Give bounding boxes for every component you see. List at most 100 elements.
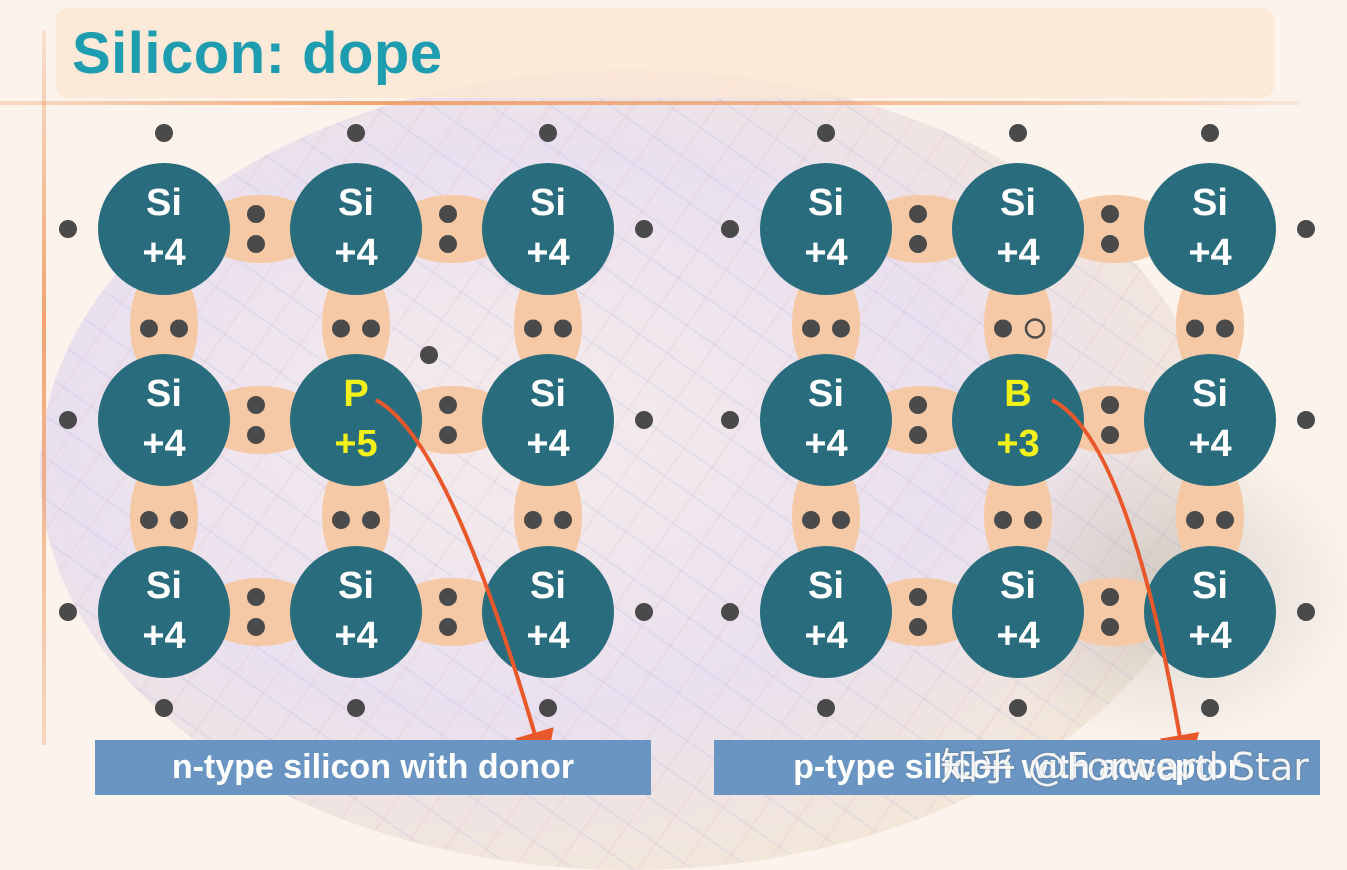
electron-dot bbox=[909, 235, 927, 253]
electron-dot bbox=[155, 124, 173, 142]
electron-dot bbox=[832, 511, 850, 529]
dopant-charge: +3 bbox=[996, 423, 1039, 465]
electron-dot bbox=[909, 205, 927, 223]
electron-dot bbox=[1101, 426, 1119, 444]
electron-dot bbox=[332, 511, 350, 529]
atom-symbol: Si bbox=[808, 373, 844, 415]
right-si-atom bbox=[952, 546, 1084, 678]
left-bond bbox=[514, 264, 582, 385]
electron-dot bbox=[1101, 618, 1119, 636]
right-bond bbox=[792, 264, 860, 385]
electron-dot bbox=[59, 603, 77, 621]
electron-dot bbox=[59, 411, 77, 429]
left-bond bbox=[200, 578, 320, 646]
atom-charge: +4 bbox=[142, 423, 185, 465]
left-si-atom bbox=[98, 163, 230, 295]
acceptor-hole-arrow bbox=[1051, 398, 1200, 775]
right-si-atom bbox=[1144, 546, 1276, 678]
electron-dot bbox=[721, 603, 739, 621]
electron-dot bbox=[1201, 124, 1219, 142]
n-type-caption: n-type silicon with donor bbox=[95, 740, 651, 795]
electron-dot bbox=[1201, 699, 1219, 717]
atom-symbol: Si bbox=[146, 373, 182, 415]
electron-dot bbox=[332, 319, 350, 338]
right-bond bbox=[1054, 195, 1174, 263]
left-si-atom bbox=[290, 546, 422, 678]
right-bond bbox=[862, 578, 982, 646]
electron-dot bbox=[247, 235, 265, 253]
left-bond bbox=[130, 264, 198, 385]
right-bond bbox=[1176, 264, 1244, 385]
electron-dot bbox=[909, 426, 927, 444]
atom-symbol: Si bbox=[530, 565, 566, 607]
lattice-diagram: Si+4Si+4Si+4Si+4P+5Si+4Si+4Si+4Si+4Si+4S… bbox=[59, 124, 1315, 775]
atom-charge: +4 bbox=[1188, 232, 1231, 274]
left-accent-line bbox=[42, 30, 46, 745]
electron-dot bbox=[362, 319, 380, 338]
electron-dot bbox=[1216, 319, 1234, 338]
electron-dot bbox=[635, 603, 653, 621]
electron-dot bbox=[1009, 124, 1027, 142]
electron-dot bbox=[1297, 603, 1315, 621]
p-type-caption: p-type silicon with acceptor bbox=[714, 740, 1320, 795]
atom-symbol: Si bbox=[338, 565, 374, 607]
atom-symbol: Si bbox=[530, 182, 566, 224]
title-bar bbox=[56, 8, 1274, 98]
left-bond bbox=[200, 386, 320, 454]
electron-dot bbox=[524, 511, 542, 529]
dopant-symbol: P bbox=[343, 373, 368, 415]
atom-charge: +4 bbox=[804, 615, 847, 657]
left-bond bbox=[130, 456, 198, 576]
atom-symbol: Si bbox=[338, 182, 374, 224]
electron-dot bbox=[247, 396, 265, 414]
electron-dot bbox=[539, 699, 557, 717]
electron-dot bbox=[170, 511, 188, 529]
electron-dot bbox=[802, 511, 820, 529]
electron-dot bbox=[439, 618, 457, 636]
atom-charge: +4 bbox=[142, 232, 185, 274]
electron-dot bbox=[721, 411, 739, 429]
right-si-atom bbox=[760, 163, 892, 295]
right-bond bbox=[1054, 386, 1174, 454]
left-bond bbox=[392, 578, 512, 646]
electron-dot bbox=[817, 124, 835, 142]
left-si-atom bbox=[98, 354, 230, 486]
electron-dot bbox=[362, 511, 380, 529]
electron-dot bbox=[1297, 220, 1315, 238]
electron-dot bbox=[1297, 411, 1315, 429]
left-si-atom bbox=[290, 163, 422, 295]
left-bond bbox=[322, 456, 390, 576]
electron-dot bbox=[155, 699, 173, 717]
atom-symbol: Si bbox=[146, 565, 182, 607]
atom-symbol: Si bbox=[1192, 182, 1228, 224]
electron-dot bbox=[439, 235, 457, 253]
left-bond bbox=[200, 195, 320, 263]
electron-dot bbox=[347, 124, 365, 142]
atom-charge: +4 bbox=[1188, 615, 1231, 657]
right-bond bbox=[862, 386, 982, 454]
right-bond bbox=[984, 264, 1052, 385]
electron-dot bbox=[1024, 511, 1042, 529]
right-si-atom bbox=[760, 354, 892, 486]
electron-dot bbox=[817, 699, 835, 717]
electron-dot bbox=[994, 319, 1012, 338]
atom-charge: +4 bbox=[996, 615, 1039, 657]
electron-dot bbox=[554, 511, 572, 529]
title-divider bbox=[0, 101, 1300, 105]
right-si-atom bbox=[1144, 163, 1276, 295]
left-si-atom bbox=[482, 163, 614, 295]
dopant-symbol: B bbox=[1004, 373, 1031, 415]
electron-dot bbox=[635, 220, 653, 238]
electron-dot bbox=[1009, 699, 1027, 717]
atom-symbol: Si bbox=[1192, 565, 1228, 607]
electron-dot bbox=[140, 319, 158, 338]
electron-dot bbox=[1101, 235, 1119, 253]
electron-dot bbox=[635, 411, 653, 429]
electron-dot bbox=[247, 618, 265, 636]
electron-dot bbox=[1101, 588, 1119, 606]
right-bond bbox=[1054, 578, 1174, 646]
electron-dot bbox=[140, 511, 158, 529]
atom-symbol: Si bbox=[1192, 373, 1228, 415]
atom-charge: +4 bbox=[334, 615, 377, 657]
electron-dot bbox=[909, 396, 927, 414]
